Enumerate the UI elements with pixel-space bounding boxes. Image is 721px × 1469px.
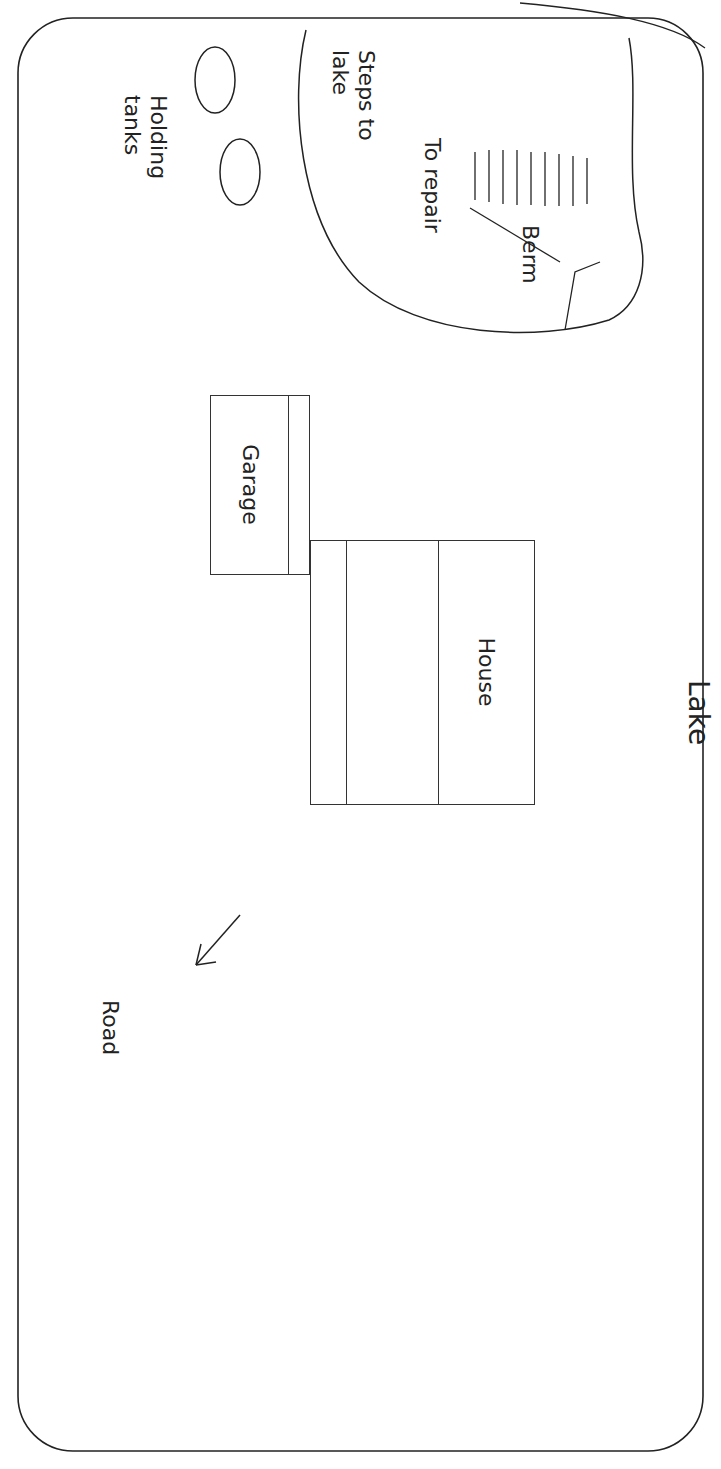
area-note: To repair <box>419 138 445 248</box>
step-line <box>474 152 475 200</box>
tank-oval <box>220 139 260 205</box>
sketch-line <box>520 3 705 48</box>
step-line <box>516 150 517 205</box>
band-line <box>288 396 289 574</box>
building-name: House <box>439 541 534 803</box>
berm-line <box>565 262 600 330</box>
step-line <box>558 154 559 206</box>
steps-symbol <box>475 150 587 206</box>
arrow-shaft <box>196 915 240 965</box>
road-arrow <box>196 915 240 965</box>
building-box: Garage <box>210 395 310 575</box>
step-line <box>544 152 545 206</box>
step-line <box>488 150 489 202</box>
tank-oval <box>195 47 235 113</box>
area-note: Berm <box>517 225 543 305</box>
building-name: Garage <box>211 396 289 573</box>
building-box: House <box>310 540 535 805</box>
road-label: Road <box>97 1000 123 1090</box>
step-line <box>502 150 503 204</box>
step-line <box>572 156 573 206</box>
band-line <box>346 541 347 804</box>
blob-path <box>299 30 643 332</box>
area-note: Steps to lake <box>327 50 379 180</box>
page-border <box>18 18 703 1451</box>
step-line <box>586 158 587 204</box>
tank-label: Holding tanks <box>119 95 171 195</box>
step-line <box>530 152 531 205</box>
berm-area: Steps to lakeBerm To repair <box>291 20 651 340</box>
berm-line <box>470 208 560 262</box>
water-label: Lake <box>685 680 711 780</box>
arrow-head <box>196 944 201 965</box>
band-line <box>438 541 439 804</box>
arrow-head <box>196 962 216 965</box>
